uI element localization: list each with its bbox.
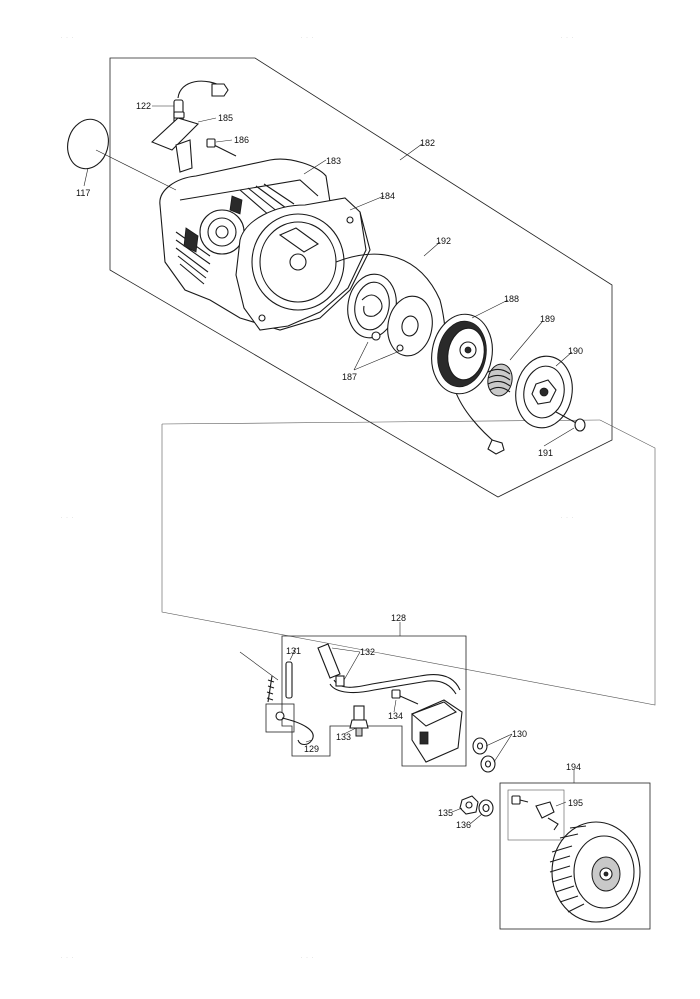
label-130: 130 bbox=[512, 729, 527, 739]
part-186-screw bbox=[206, 138, 237, 157]
label-136: 136 bbox=[456, 820, 471, 830]
ignition-coil-module bbox=[410, 699, 463, 763]
label-122: 122 bbox=[136, 101, 151, 111]
label-131: 131 bbox=[286, 646, 301, 656]
part-195-pawl bbox=[511, 795, 559, 831]
flywheel-frame bbox=[499, 782, 651, 930]
svg-text:· · ·: · · · bbox=[60, 952, 74, 962]
part-189-coil-spring bbox=[487, 363, 513, 397]
part-134-screw bbox=[391, 689, 419, 705]
part-132-plug-cap bbox=[317, 643, 461, 695]
label-133: 133 bbox=[336, 732, 351, 742]
label-187: 187 bbox=[342, 372, 357, 382]
part-131-spring-rod bbox=[285, 661, 293, 699]
part-136-washer bbox=[478, 799, 494, 817]
part-191-screw bbox=[555, 411, 586, 432]
part-187-spring-disc-2 bbox=[387, 295, 433, 357]
svg-text:· · ·: · · · bbox=[60, 32, 74, 42]
label-192: 192 bbox=[436, 236, 451, 246]
part-133-spark-plug bbox=[349, 705, 369, 737]
label-134: 134 bbox=[388, 711, 403, 721]
label-190: 190 bbox=[568, 346, 583, 356]
ignition-assembly-frame bbox=[281, 635, 467, 767]
background-watermark: · · · · · · · · · · · · · · · · · · · · … bbox=[60, 32, 574, 962]
label-183: 183 bbox=[326, 156, 341, 166]
svg-text:· · ·: · · · bbox=[560, 32, 574, 42]
label-128: 128 bbox=[391, 613, 406, 623]
label-186: 186 bbox=[234, 135, 249, 145]
part-135-nut bbox=[459, 795, 479, 815]
part-screw-left bbox=[266, 675, 275, 703]
connector-frame bbox=[161, 419, 656, 706]
label-189: 189 bbox=[540, 314, 555, 324]
svg-text:· · ·: · · · bbox=[300, 952, 314, 962]
label-132: 132 bbox=[360, 647, 375, 657]
label-129: 129 bbox=[304, 744, 319, 754]
svg-text:· · ·: · · · bbox=[560, 512, 574, 522]
part-labels: 117 122 185 186 183 182 184 192 188 189 … bbox=[76, 101, 583, 830]
part-187-spring-disc-1 bbox=[347, 273, 397, 341]
label-184: 184 bbox=[380, 191, 395, 201]
label-117: 117 bbox=[76, 188, 90, 198]
label-191: 191 bbox=[538, 448, 553, 458]
part-188-rope-pulley bbox=[431, 313, 493, 395]
label-195: 195 bbox=[568, 798, 583, 808]
svg-text:· · ·: · · · bbox=[300, 32, 314, 42]
starter-assembly-frame bbox=[109, 57, 613, 498]
part-185-starter-handle bbox=[150, 80, 229, 173]
part-190-drive-plate bbox=[515, 355, 573, 429]
part-130-washers bbox=[472, 737, 496, 773]
part-195-subframe bbox=[507, 789, 565, 841]
label-188: 188 bbox=[504, 294, 519, 304]
part-194-flywheel bbox=[549, 821, 641, 923]
leader-lines bbox=[83, 105, 575, 825]
svg-text:· · ·: · · · bbox=[60, 512, 74, 522]
label-194: 194 bbox=[566, 762, 581, 772]
part-117-disc bbox=[67, 118, 109, 170]
label-182: 182 bbox=[420, 138, 435, 148]
label-135: 135 bbox=[438, 808, 453, 818]
part-129-ground-wire bbox=[265, 703, 314, 746]
label-185: 185 bbox=[218, 113, 233, 123]
